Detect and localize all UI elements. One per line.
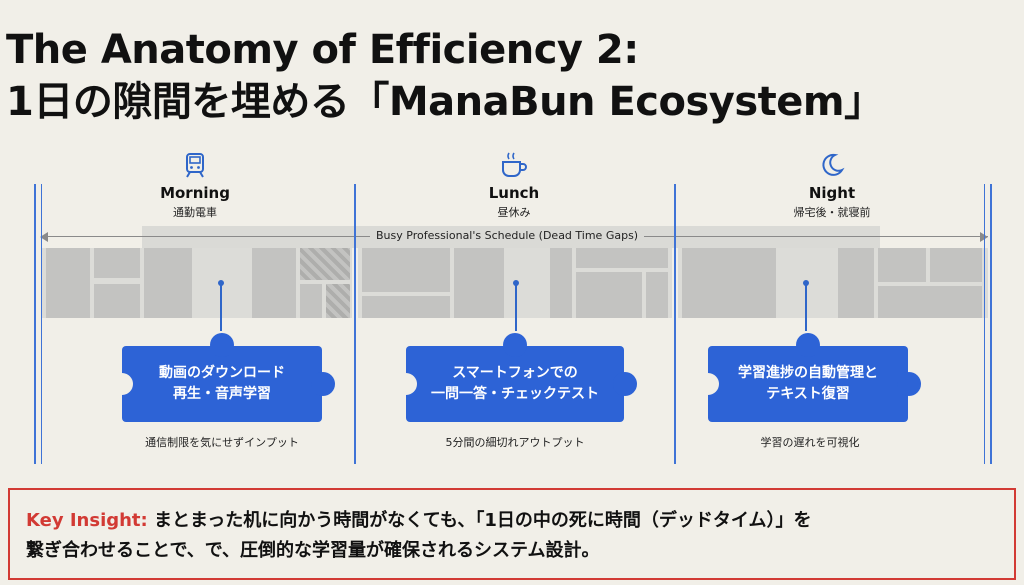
phase-subtitle: 昼休み: [497, 206, 531, 219]
timeline-label: Busy Professional's Schedule (Dead Time …: [370, 229, 645, 242]
key-insight-box: Key Insight: まとまった机に向かう時間がなくても、「1日の中の死に時…: [8, 488, 1016, 580]
busy-block: [930, 248, 982, 282]
puzzle-piece-lunch: スマートフォンでの 一問一答・チェックテスト: [395, 333, 637, 422]
phase-title: Lunch: [488, 184, 540, 202]
schedule-blocks-left: [42, 248, 352, 318]
piece-text-line-1: スマートフォンでの: [452, 365, 578, 381]
puzzle-piece-night: 学習進捗の自動管理と テキスト復習: [697, 333, 921, 422]
puzzle-knob: [210, 333, 234, 357]
piece-text-line-2: 一問一答・チェックテスト: [431, 386, 599, 402]
busy-block: [576, 248, 668, 268]
busy-block: [362, 248, 450, 292]
insight-text-1: まとまった机に向かう時間がなくても、「1日の中の死に時間（デッドタイム）」を: [154, 510, 812, 531]
divider-line: [674, 184, 676, 464]
busy-block: [94, 248, 140, 278]
slide-title: The Anatomy of Efficiency 2: 1日の隙間を埋める「M…: [6, 24, 884, 128]
busy-block: [252, 248, 296, 318]
coffee-cup-icon: [414, 150, 614, 180]
piece-caption: 通信制限を気にせずインプット: [145, 436, 299, 449]
busy-block: [878, 248, 926, 282]
divider-line: [984, 184, 985, 464]
piece-text-line-2: 再生・音声学習: [173, 386, 271, 402]
busy-block-hatched: [300, 248, 350, 280]
busy-block: [300, 284, 322, 318]
puzzle-piece-morning: 動画のダウンロード 再生・音声学習: [111, 333, 335, 422]
arrow-left-head: [40, 232, 48, 242]
puzzle-knob: [613, 372, 637, 396]
phase-title: Night: [808, 184, 856, 202]
connector-stem: [220, 283, 222, 331]
busy-block: [576, 272, 642, 318]
insight-line-1: Key Insight: まとまった机に向かう時間がなくても、「1日の中の死に時…: [26, 506, 1000, 536]
title-line-2: 1日の隙間を埋める「ManaBun Ecosystem」: [6, 79, 884, 125]
busy-block-hatched: [326, 284, 350, 318]
busy-block: [838, 248, 874, 318]
piece-text-line-1: 学習進捗の自動管理と: [738, 365, 878, 381]
moon-icon: [732, 150, 932, 180]
puzzle-knob: [311, 372, 335, 396]
insight-line-2: 繋ぎ合わせることで、で、圧倒的な学習量が確保されるシステム設計。: [26, 540, 600, 561]
busy-block: [46, 248, 90, 318]
puzzle-socket: [111, 373, 133, 395]
divider-line: [990, 184, 992, 464]
connector-stem: [805, 283, 807, 331]
busy-block: [454, 248, 504, 318]
puzzle-knob: [796, 333, 820, 357]
phase-title: Morning: [160, 184, 230, 202]
busy-block: [550, 248, 572, 318]
phase-lunch: Lunch 昼休み: [414, 150, 614, 220]
connector-stem: [515, 283, 517, 331]
busy-block: [646, 272, 668, 318]
busy-block: [682, 248, 776, 318]
piece-caption: 5分間の細切れアウトプット: [445, 436, 585, 449]
busy-block: [94, 284, 140, 318]
busy-block: [878, 286, 982, 318]
busy-block: [144, 248, 192, 318]
puzzle-knob: [897, 372, 921, 396]
piece-caption: 学習の遅れを可視化: [760, 436, 860, 449]
divider-line: [34, 184, 36, 464]
puzzle-socket: [697, 373, 719, 395]
train-icon: [95, 150, 295, 180]
phase-subtitle: 帰宅後・就寝前: [793, 206, 871, 219]
phase-subtitle: 通勤電車: [173, 206, 217, 219]
title-line-1: The Anatomy of Efficiency 2:: [6, 27, 639, 73]
phase-night: Night 帰宅後・就寝前: [732, 150, 932, 220]
divider-line: [354, 184, 356, 464]
schedule-blocks-right: [678, 248, 988, 318]
puzzle-socket: [395, 373, 417, 395]
busy-block: [362, 296, 450, 318]
phase-morning: Morning 通勤電車: [95, 150, 295, 220]
piece-text-line-1: 動画のダウンロード: [159, 365, 285, 381]
insight-keyword: Key Insight:: [26, 510, 148, 531]
divider-line: [41, 184, 42, 464]
piece-text-line-2: テキスト復習: [766, 386, 850, 402]
puzzle-knob: [503, 333, 527, 357]
